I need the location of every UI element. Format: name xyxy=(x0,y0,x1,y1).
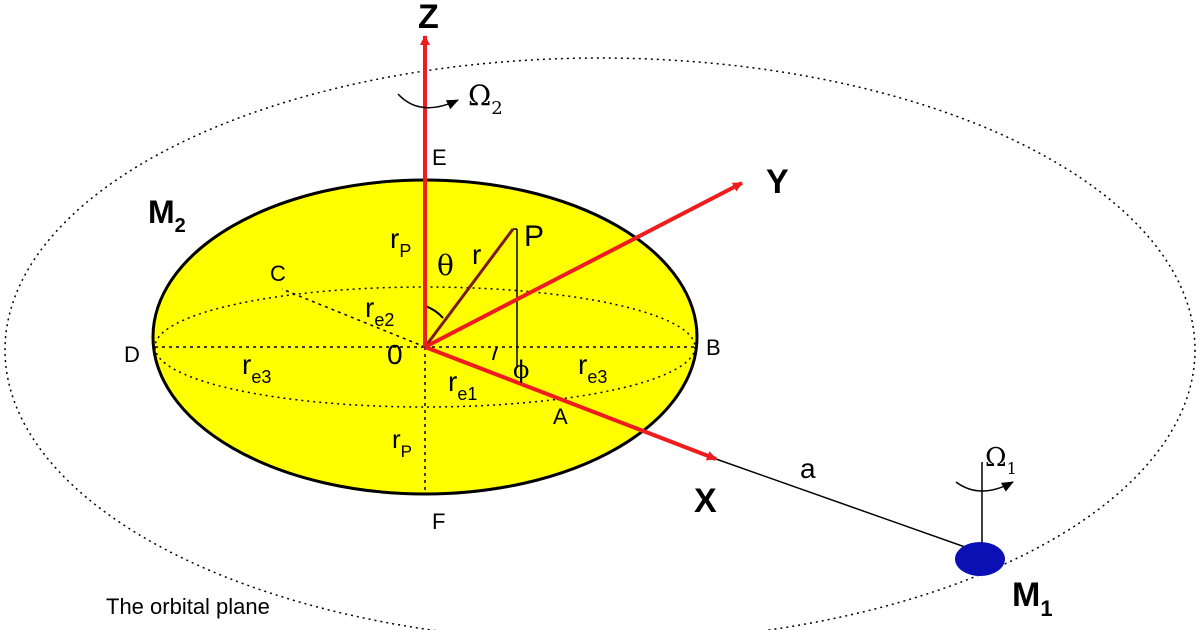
point-f-label: F xyxy=(432,509,445,534)
phi-arc xyxy=(492,346,498,361)
x-axis-label: X xyxy=(694,482,717,520)
m2-label: M2 xyxy=(148,194,186,237)
omega2-label: Ω2 xyxy=(468,79,503,119)
point-p-label: P xyxy=(524,220,544,253)
orbit-ellipse xyxy=(4,57,1196,630)
origin-label: 0 xyxy=(387,339,403,370)
r-label: r xyxy=(472,239,481,270)
point-d-label: D xyxy=(124,342,140,367)
omega1-rotation-arrow xyxy=(955,481,1014,492)
distance-a-label: a xyxy=(800,453,816,484)
point-e-label: E xyxy=(432,145,447,170)
omega1-label: Ω1 xyxy=(985,443,1017,478)
m1-label: M1 xyxy=(1012,576,1053,621)
re3-right-label: re3 xyxy=(578,349,607,387)
point-b-label: B xyxy=(706,335,721,360)
rp-upper-label: rP xyxy=(390,223,411,261)
point-c-label: C xyxy=(270,261,286,286)
z-axis-label: Z xyxy=(418,0,439,36)
re2-line xyxy=(281,288,426,348)
orbital-plane-caption: The orbital plane xyxy=(106,594,270,619)
distance-line xyxy=(715,458,983,554)
re1-label: re1 xyxy=(448,366,477,404)
rp-lower-label: rP xyxy=(392,424,412,461)
y-axis xyxy=(424,181,743,349)
m1-body xyxy=(955,542,1005,576)
re2-label: re2 xyxy=(365,292,394,330)
y-axis-label: Y xyxy=(766,163,789,201)
theta-label: θ xyxy=(437,249,454,282)
phi-label: ϕ xyxy=(513,356,529,384)
radius-line xyxy=(423,228,515,348)
x-axis xyxy=(424,345,717,461)
re3-left-label: re3 xyxy=(242,349,271,387)
point-a-label: A xyxy=(553,404,568,429)
omega2-rotation-arrow xyxy=(397,93,459,110)
